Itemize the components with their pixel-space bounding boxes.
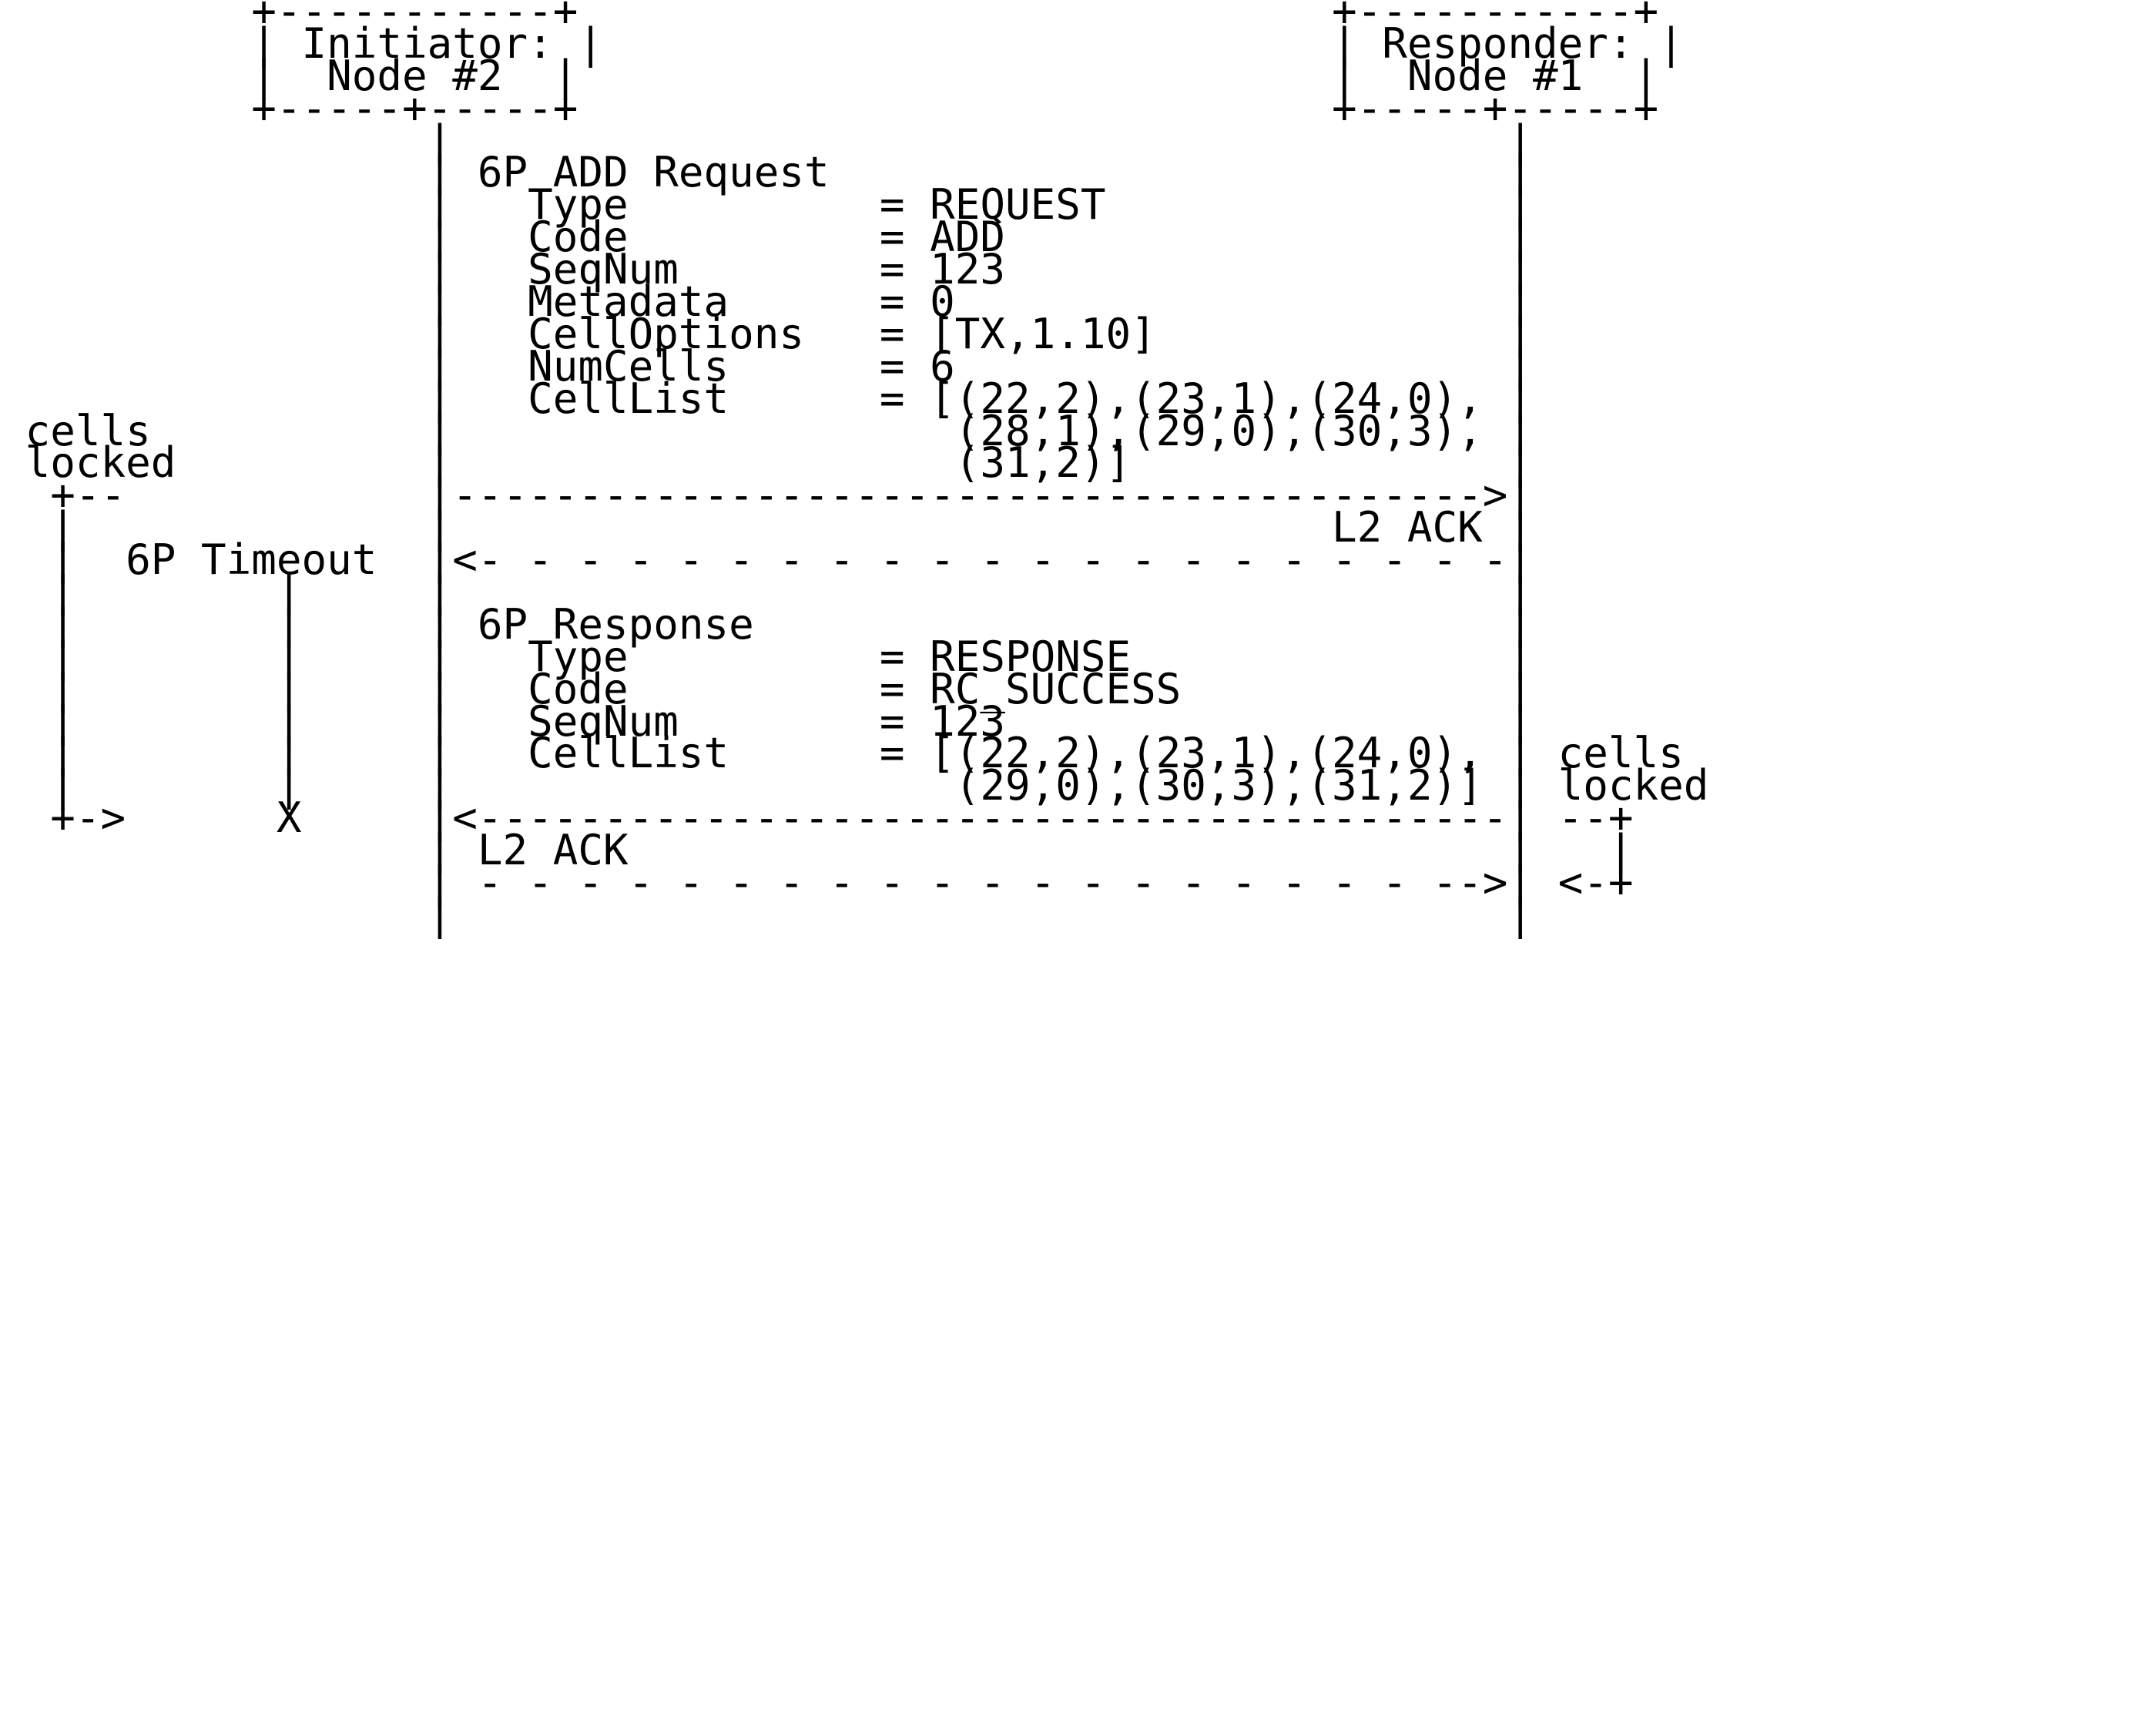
ascii-row-2: | Node #2 | | Node #1 | xyxy=(0,51,1659,100)
ascii-row-19: | | | 6P Response | xyxy=(0,599,1534,649)
ascii-row-13: cells | (28,1),(29,0),(30,3), | xyxy=(0,406,1534,455)
ascii-row-11: | NumCells = 6 | xyxy=(0,341,1534,391)
ascii-row-26: | L2 ACK | | xyxy=(0,826,1634,875)
ascii-row-18: | | | | xyxy=(0,568,1534,617)
ascii-row-0: +-----------+ +-----------+ xyxy=(0,0,1659,35)
ascii-row-28: | | xyxy=(0,890,1534,939)
ascii-row-14: locked | (31,2)] | xyxy=(0,438,1534,488)
ascii-row-7: | Code = ADD | xyxy=(0,213,1534,262)
ascii-row-9: | Metadata = 0 | xyxy=(0,277,1534,327)
ascii-row-25: +-> X |<--------------------------------… xyxy=(0,793,1634,843)
ascii-row-21: | | | Code = RC_SUCCESS | xyxy=(0,664,1534,713)
ascii-row-1: | Initiator: | | Responder: | xyxy=(0,18,1684,68)
ascii-row-5: | 6P ADD Request | xyxy=(0,148,1534,197)
ascii-row-8: | SeqNum = 123 | xyxy=(0,245,1534,294)
ascii-row-23: | | | CellList = [(22,2),(23,1),(24,0), … xyxy=(0,729,1684,778)
ascii-row-4: | | xyxy=(0,116,1534,165)
ascii-row-12: | CellList = [(22,2),(23,1),(24,0), | xyxy=(0,374,1534,423)
ascii-row-24: | | | (29,0),(30,3),(31,2)] | locked xyxy=(0,761,1709,810)
ascii-row-17: | 6P Timeout |<- - - - - - - - - - - - -… xyxy=(0,535,1534,585)
ascii-row-20: | | | Type = RESPONSE | xyxy=(0,632,1534,681)
ascii-row-10: | CellOptions = [TX,1.10] | xyxy=(0,309,1534,358)
ascii-row-3: +-----+-----+ +-----+-----+ xyxy=(0,83,1659,133)
ascii-row-15: +-- |-----------------------------------… xyxy=(0,471,1534,520)
ascii-row-27: | - - - - - - - - - - - - - - - - - - - … xyxy=(0,858,1634,907)
ascii-sequence-diagram: +-----------+ +-----------+ | Initiator:… xyxy=(0,0,1709,939)
ascii-row-6: | Type = REQUEST | xyxy=(0,180,1534,230)
ascii-row-16: | | L2 ACK | xyxy=(0,503,1534,552)
ascii-row-22: | | | SeqNum = 123 | xyxy=(0,696,1534,746)
